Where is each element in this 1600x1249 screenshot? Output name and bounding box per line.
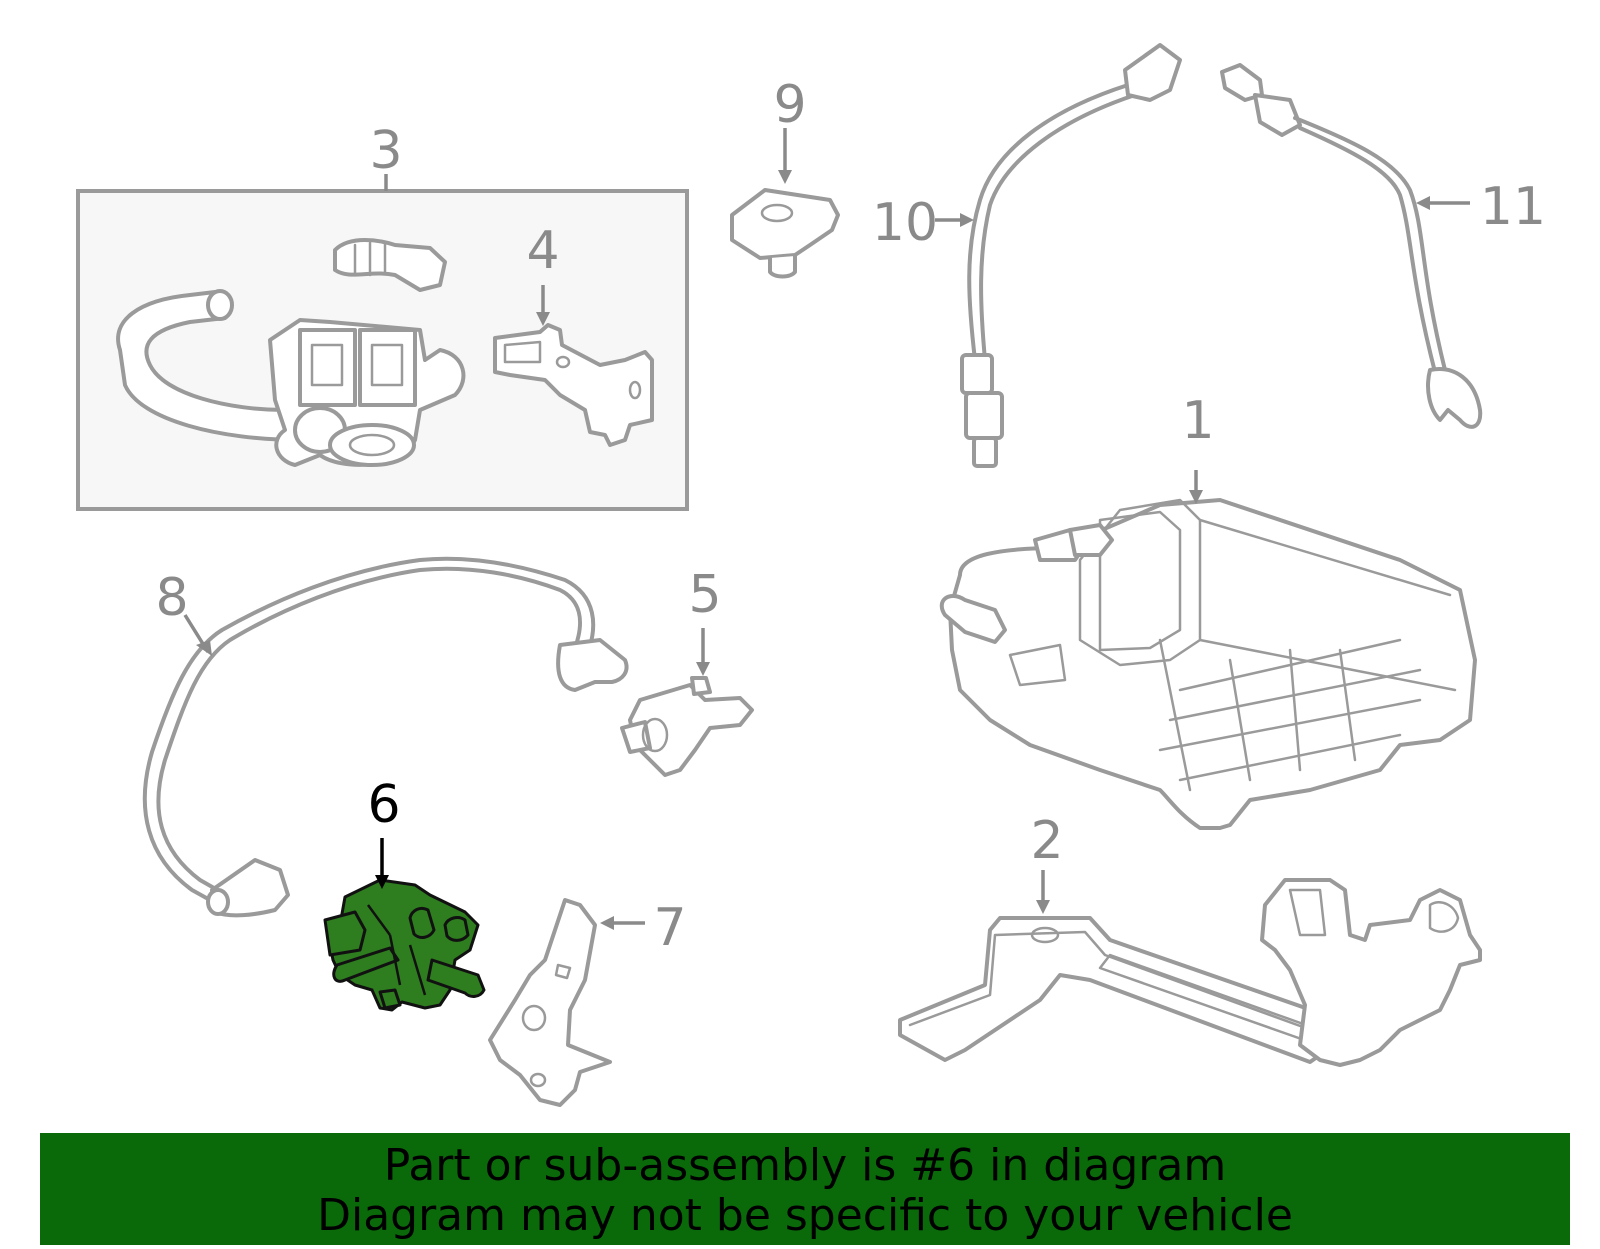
part-4-bracket[interactable] [493,285,654,447]
part-10-oxygen-sensor[interactable] [935,43,1182,468]
callout-7[interactable]: 7 [653,898,686,958]
part-9-sensor[interactable] [730,128,840,279]
footer-line-1: Part or sub-assembly is #6 in diagram [383,1140,1227,1191]
part-5-purge-valve[interactable] [620,628,754,777]
callout-10[interactable]: 10 [872,193,938,253]
part-3-assembly[interactable] [76,174,689,511]
footer-line-2: Diagram may not be specific to your vehi… [317,1190,1293,1241]
part-11-oxygen-sensor[interactable] [1220,63,1483,429]
callout-5[interactable]: 5 [688,565,721,625]
part-1-canister[interactable] [939,470,1477,830]
callout-8[interactable]: 8 [155,568,188,628]
callout-9[interactable]: 9 [773,75,806,135]
footer-banner: Part or sub-assembly is #6 in diagram Di… [40,1133,1570,1245]
part-7-bracket[interactable] [488,898,645,1107]
part-2-shield[interactable] [898,870,1482,1067]
callout-3[interactable]: 3 [369,121,402,181]
callout-4[interactable]: 4 [526,221,559,281]
callout-1[interactable]: 1 [1181,391,1214,451]
part-6-vent-valve[interactable] [323,838,486,1012]
callout-6[interactable]: 6 [367,775,400,835]
callout-2[interactable]: 2 [1030,811,1063,871]
callout-11[interactable]: 11 [1480,177,1546,237]
part-8-tube[interactable] [142,556,629,918]
